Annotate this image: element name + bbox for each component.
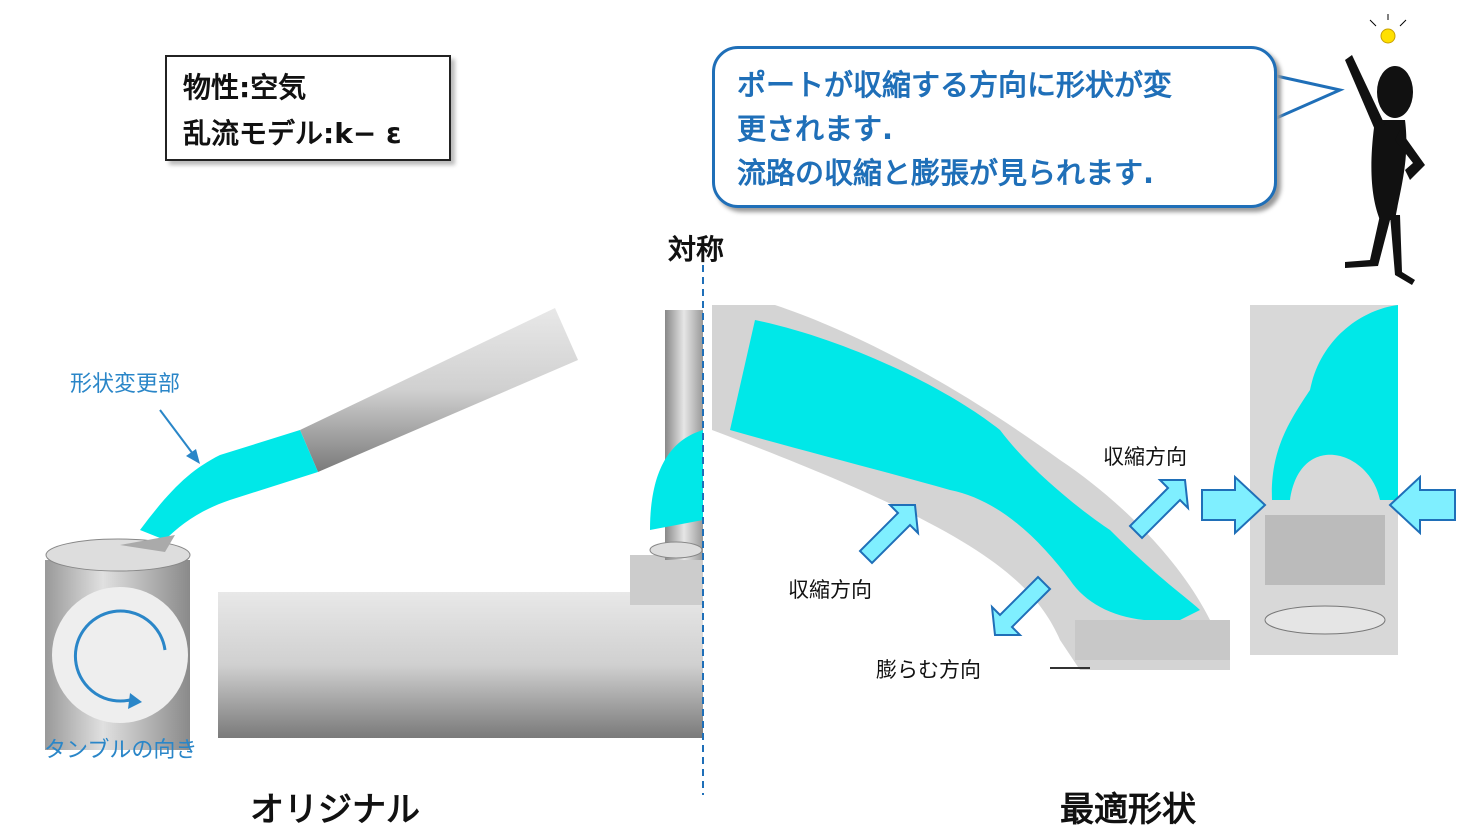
optimal-side-view [1250, 305, 1398, 655]
optimal-title: 最適形状 [1060, 790, 1196, 830]
expand-direction-label: 膨らむ方向 [876, 658, 981, 682]
shrink-arrow-1-icon [1128, 479, 1190, 540]
shrink-arrow-2-icon [858, 504, 920, 565]
tumble-arrow-icon [73, 609, 167, 709]
property-turbulence-model: 乱流モデル:k− ε [183, 117, 402, 150]
shrink-direction-label-2: 収縮方向 [788, 578, 872, 602]
original-title: オリジナル [250, 790, 420, 830]
optimal-port-shape [712, 305, 1230, 670]
tumble-direction-label: タンブルの向き [44, 738, 198, 763]
property-fluid: 物性:空気 [183, 71, 307, 104]
shape-change-part-label: 形状変更部 [70, 372, 181, 397]
original-horizontal-pipe [218, 310, 703, 738]
symmetry-label: 対称 [668, 233, 725, 266]
speech-bubble: ポートが収縮する方向に形状が変 更されます. 流路の収縮と膨張が見られます. [712, 46, 1277, 208]
shrink-direction-label-1: 収縮方向 [1103, 445, 1187, 469]
side-arrow-left-icon [1388, 474, 1456, 536]
expand-arrow-icon [990, 575, 1052, 636]
bubble-tail [1270, 73, 1345, 123]
bubble-line-1: ポートが収縮する方向に形状が変 [737, 68, 1173, 102]
bubble-line-3: 流路の収縮と膨張が見られます. [737, 156, 1155, 190]
properties-box: 物性:空気 乱流モデル:k− ε [165, 55, 451, 161]
original-cylinder [45, 538, 191, 750]
bubble-line-2: 更されます. [737, 112, 894, 146]
shape-change-pointer-arrow [159, 409, 200, 464]
side-arrow-right-icon [1201, 474, 1267, 536]
original-inclined-port [120, 308, 578, 552]
lightbulb-icon [1369, 14, 1407, 44]
thinking-person-icon [1345, 55, 1425, 285]
